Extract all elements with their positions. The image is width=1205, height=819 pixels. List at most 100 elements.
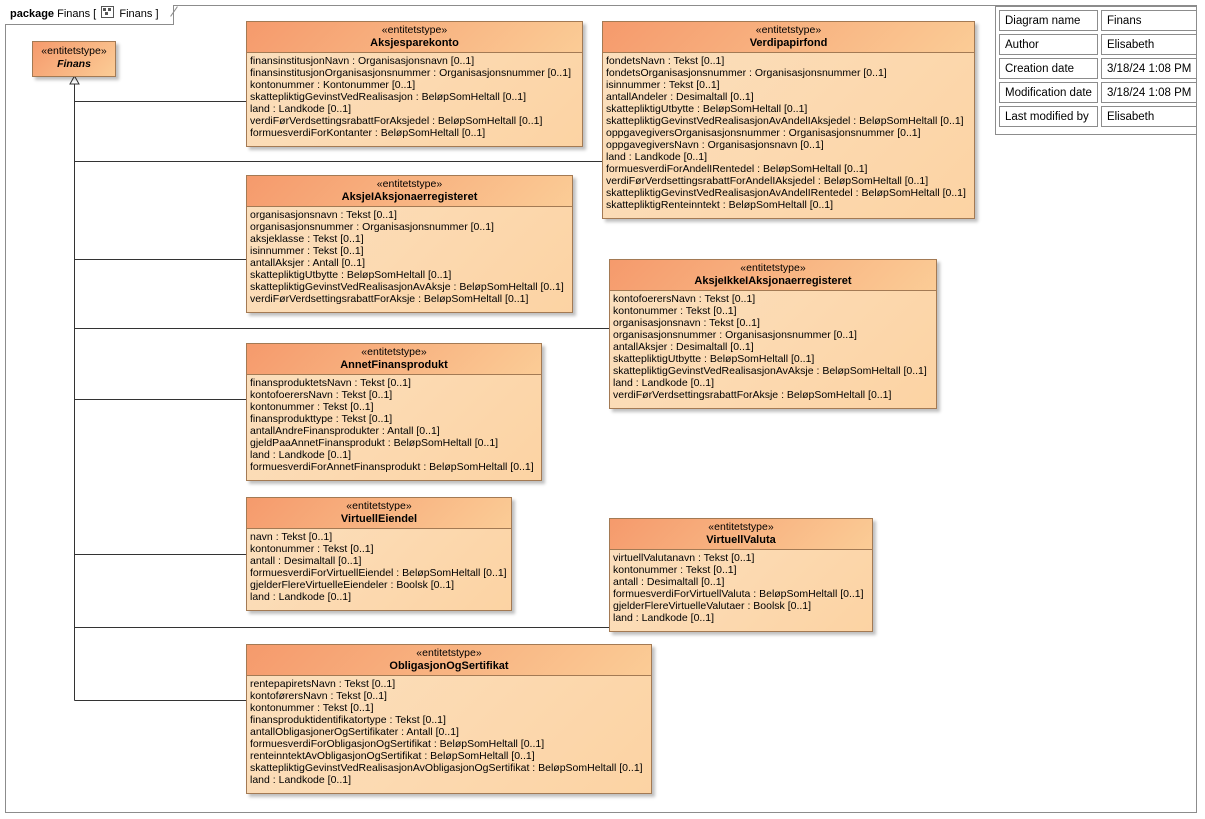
attribute-type: : Tekst [0..1] <box>335 678 396 690</box>
class-attribute[interactable]: kontofoerersNavn : Tekst [0..1] <box>250 389 538 401</box>
class-attribute[interactable]: isinnummer : Tekst [0..1] <box>606 79 971 91</box>
class-attribute[interactable]: organisasjonsnavn : Tekst [0..1] <box>250 209 569 221</box>
class-attribute[interactable]: skattepliktigGevinstVedRealisasjonAvAksj… <box>250 281 569 293</box>
class-attribute[interactable]: kontonummer : Tekst [0..1] <box>250 702 648 714</box>
class-attribute[interactable]: land : Landkode [0..1] <box>250 103 579 115</box>
class-attribute[interactable]: antallAksjer : Antall [0..1] <box>250 257 569 269</box>
class-attribute[interactable]: formuesverdiForVirtuellEiendel : BeløpSo… <box>250 567 508 579</box>
attribute-type: : Tekst [0..1] <box>314 543 374 555</box>
class-attribute[interactable]: skattepliktigGevinstVedRealisasjonAvObli… <box>250 762 648 774</box>
class-attribute[interactable]: skattepliktigUtbytte : BeløpSomHeltall [… <box>613 353 933 365</box>
class-attribute[interactable]: formuesverdiForVirtuellValuta : BeløpSom… <box>613 588 869 600</box>
attribute-type: : Landkode [0..1] <box>625 151 708 163</box>
class-attribute[interactable]: rentepapiretsNavn : Tekst [0..1] <box>250 678 648 690</box>
class-attribute[interactable]: finansprodukttype : Tekst [0..1] <box>250 413 538 425</box>
attribute-type: : Landkode [0..1] <box>269 591 352 603</box>
class-attribute[interactable]: skattepliktigGevinstVedRealisasjonAvAnde… <box>606 115 971 127</box>
class-attribute[interactable]: virtuellValutanavn : Tekst [0..1] <box>613 552 869 564</box>
attribute-name: skattepliktigGevinstVedRealisasjonAvAnde… <box>606 187 853 199</box>
attribute-name: kontonummer <box>613 305 678 317</box>
class-attribute[interactable]: fondetsOrganisasjonsnummer : Organisasjo… <box>606 67 971 79</box>
class-attribute[interactable]: kontonummer : Tekst [0..1] <box>250 401 538 413</box>
class-attribute[interactable]: oppgavegiversOrganisasjonsnummer : Organ… <box>606 127 971 139</box>
class-attribute[interactable]: kontonummer : Tekst [0..1] <box>613 305 933 317</box>
class-attribute[interactable]: gjeldPaaAnnetFinansprodukt : BeløpSomHel… <box>250 437 538 449</box>
class-attribute[interactable]: formuesverdiForKontanter : BeløpSomHelta… <box>250 127 579 139</box>
class-attribute[interactable]: organisasjonsnummer : Organisasjonsnumme… <box>250 221 569 233</box>
attribute-type: : Tekst [0..1] <box>327 690 387 702</box>
attribute-type: : BeløpSomHeltall [0..1] <box>430 738 545 750</box>
class-attribute[interactable]: skattepliktigUtbytte : BeløpSomHeltall [… <box>606 103 971 115</box>
class-finans[interactable]: «entitetstype» Finans <box>32 41 116 77</box>
class-attribute[interactable]: verdiFørVerdsettingsrabattForAksje : Bel… <box>250 293 569 305</box>
class-attribute[interactable]: organisasjonsnummer : Organisasjonsnumme… <box>613 329 933 341</box>
class-attribute[interactable]: formuesverdiForAnnetFinansprodukt : Belø… <box>250 461 538 473</box>
class-attribute[interactable]: kontoførersNavn : Tekst [0..1] <box>250 690 648 702</box>
class-attribute[interactable]: antall : Desimaltall [0..1] <box>250 555 508 567</box>
class-name: Verdipapirfond <box>749 37 828 49</box>
class-attribute[interactable]: land : Landkode [0..1] <box>606 151 971 163</box>
class-attribute[interactable]: fondetsNavn : Tekst [0..1] <box>606 55 971 67</box>
class-aksjeiaksjonaerregisteret[interactable]: «entitetstype»AksjeIAksjonaerregisteret … <box>246 175 573 313</box>
class-attribute[interactable]: finansinstitusjonNavn : Organisasjonsnav… <box>250 55 579 67</box>
class-attribute[interactable]: skattepliktigGevinstVedRealisasjonAvAksj… <box>613 365 933 377</box>
class-attribute[interactable]: skattepliktigRenteinntekt : BeløpSomHelt… <box>606 199 971 211</box>
class-attribute[interactable]: verdiFørVerdsettingsrabattForAndelIAksje… <box>606 175 971 187</box>
class-attribute[interactable]: finansinstitusjonOrganisasjonsnummer : O… <box>250 67 579 79</box>
class-attribute[interactable]: organisasjonsnavn : Tekst [0..1] <box>613 317 933 329</box>
class-attribute[interactable]: verdiFørVerdsettingsrabattForAksje : Bel… <box>613 389 933 401</box>
attribute-type: : Organisasjonsnummer [0..1] <box>353 221 494 233</box>
class-attribute[interactable]: finansproduktidentifikatortype : Tekst [… <box>250 714 648 726</box>
class-aksjesparekonto[interactable]: «entitetstype»Aksjesparekonto finansinst… <box>246 21 583 147</box>
class-attribute[interactable]: gjelderFlereVirtuelleValutaer : Boolsk [… <box>613 600 869 612</box>
class-obligasjonogsertifikat[interactable]: «entitetstype»ObligasjonOgSertifikat ren… <box>246 644 652 794</box>
class-aksjeikkeiaksjonaerregisteret[interactable]: «entitetstype»AksjeIkkeIAksjonaerregiste… <box>609 259 937 409</box>
class-attribute[interactable]: formuesverdiForAndelIRentedel : BeløpSom… <box>606 163 971 175</box>
class-attribute[interactable]: skattepliktigUtbytte : BeløpSomHeltall [… <box>250 269 569 281</box>
class-attribute[interactable]: renteinntektAvObligasjonOgSertifikat : B… <box>250 750 648 762</box>
attribute-type: : Organisasjonsnummer [0..1] <box>716 329 857 341</box>
class-attribute[interactable]: aksjeklasse : Tekst [0..1] <box>250 233 569 245</box>
class-attribute[interactable]: oppgavegiversNavn : Organisasjonsnavn [0… <box>606 139 971 151</box>
class-attribute[interactable]: antall : Desimaltall [0..1] <box>613 576 869 588</box>
class-attribute[interactable]: kontonummer : Tekst [0..1] <box>613 564 869 576</box>
attribute-name: skattepliktigGevinstVedRealisasjonAvAnde… <box>606 115 851 127</box>
class-attribute[interactable]: kontonummer : Tekst [0..1] <box>250 543 508 555</box>
class-attribute[interactable]: land : Landkode [0..1] <box>250 774 648 786</box>
class-attribute[interactable]: antallAksjer : Desimaltall [0..1] <box>613 341 933 353</box>
class-attribute[interactable]: antallAndeler : Desimaltall [0..1] <box>606 91 971 103</box>
class-virtuelleiendel[interactable]: «entitetstype»VirtuellEiendel navn : Tek… <box>246 497 512 611</box>
class-attribute[interactable]: kontofoerersNavn : Tekst [0..1] <box>613 293 933 305</box>
class-attribute[interactable]: land : Landkode [0..1] <box>250 591 508 603</box>
class-attribute[interactable]: gjelderFlereVirtuelleEiendeler : Boolsk … <box>250 579 508 591</box>
attribute-name: finansproduktetsNavn <box>250 377 352 389</box>
class-attribute[interactable]: isinnummer : Tekst [0..1] <box>250 245 569 257</box>
class-attribute[interactable]: skattepliktigGevinstVedRealisasjon : Bel… <box>250 91 579 103</box>
diagram-ref[interactable]: Finans <box>119 8 153 20</box>
class-attribute[interactable]: skattepliktigGevinstVedRealisasjonAvAnde… <box>606 187 971 199</box>
attribute-name: kontonummer <box>250 543 315 555</box>
attribute-type: : Organisasjonsnummer [0..1] <box>430 67 571 79</box>
attribute-name: skattepliktigGevinstVedRealisasjonAvObli… <box>250 762 530 774</box>
attribute-type: : Tekst [0..1] <box>332 389 393 401</box>
class-attribute[interactable]: verdiFørVerdsettingsrabattForAksjedel : … <box>250 115 579 127</box>
class-name: AnnetFinansprodukt <box>340 359 448 371</box>
class-attribute[interactable]: antallObligasjonerOgSertifikater : Antal… <box>250 726 648 738</box>
class-attribute[interactable]: land : Landkode [0..1] <box>613 612 869 624</box>
class-attribute[interactable]: navn : Tekst [0..1] <box>250 531 508 543</box>
class-attribute[interactable]: formuesverdiForObligasjonOgSertifikat : … <box>250 738 648 750</box>
class-attribute[interactable]: antallAndreFinansprodukter : Antall [0..… <box>250 425 538 437</box>
class-attribute[interactable]: finansproduktetsNavn : Tekst [0..1] <box>250 377 538 389</box>
class-attribute[interactable]: land : Landkode [0..1] <box>613 377 933 389</box>
attribute-name: virtuellValutanavn <box>613 552 696 564</box>
class-attribute[interactable]: kontonummer : Kontonummer [0..1] <box>250 79 579 91</box>
class-virtuellvaluta[interactable]: «entitetstype»VirtuellValuta virtuellVal… <box>609 518 873 632</box>
attribute-name: skattepliktigUtbytte <box>613 353 702 365</box>
attribute-type: : Boolsk [0..1] <box>744 600 812 612</box>
class-annetfinansprodukt[interactable]: «entitetstype»AnnetFinansprodukt finansp… <box>246 343 542 481</box>
attribute-name: finansinstitusjonOrganisasjonsnummer <box>250 67 431 79</box>
class-attribute[interactable]: land : Landkode [0..1] <box>250 449 538 461</box>
class-verdipapirfond[interactable]: «entitetstype»Verdipapirfond fondetsNavn… <box>602 21 975 219</box>
attribute-type: : Desimaltall [0..1] <box>667 91 754 103</box>
